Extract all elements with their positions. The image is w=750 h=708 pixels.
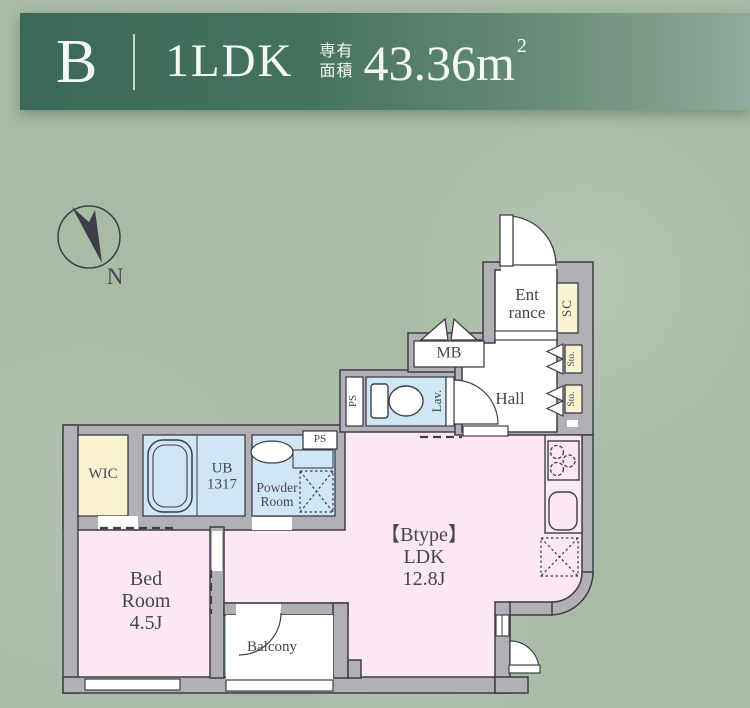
mb-label: MB <box>436 344 462 362</box>
sto-label-1: Sto. <box>567 351 578 367</box>
entrance-hall-floor <box>461 269 558 433</box>
room-floors <box>78 432 582 677</box>
balcony-railing <box>225 679 334 692</box>
entrance-label: Ent rance <box>508 285 546 322</box>
layout-label: 1LDK <box>165 35 294 87</box>
lav-door <box>445 376 499 427</box>
sc-closet <box>556 282 579 334</box>
sc-label: SC <box>559 299 575 317</box>
mb-box <box>413 340 485 368</box>
service-door <box>508 640 541 674</box>
entrance-step <box>494 330 558 341</box>
lav-label: Lav. <box>429 389 445 413</box>
bedroom-window <box>84 678 181 691</box>
area-caption-line2: 面積 <box>319 62 354 80</box>
area-caption-line1: 専有 <box>319 42 354 60</box>
hall-label: Hall <box>495 389 525 409</box>
powder-room-label: Powder Room <box>256 479 298 509</box>
side-window <box>495 614 510 637</box>
header-divider <box>133 33 136 90</box>
sto-label-2: Sto. <box>567 391 578 407</box>
kitchen-sink-icon <box>548 491 578 531</box>
toilet-icon <box>370 383 424 419</box>
balcony-label: Balcony <box>247 639 297 656</box>
ps-upper-box <box>345 376 364 427</box>
washer-space-icon <box>299 470 334 513</box>
ub-room <box>142 434 246 517</box>
ub-label: UB 1317 <box>207 460 237 492</box>
bifold-door-icon-2 <box>545 385 564 417</box>
ps-lower-label: PS <box>313 433 327 446</box>
dashed-openings <box>100 435 462 614</box>
stove-icon <box>547 440 580 481</box>
compass-icon <box>57 205 121 269</box>
bifold-door-icon-1 <box>545 343 564 375</box>
hall-threshold <box>462 425 509 437</box>
sto-closet-2 <box>564 384 583 414</box>
area-caption: 専有 面積 <box>319 42 353 82</box>
meter-box-icon <box>419 317 479 341</box>
entrance-door <box>499 214 557 267</box>
compass-north-label: N <box>106 263 124 289</box>
balcony-door <box>238 612 282 656</box>
area-value-sup: 2 <box>516 34 527 57</box>
basin-icon <box>250 440 294 464</box>
ps-lower-box <box>302 430 338 450</box>
unit-type-label: B <box>56 27 98 96</box>
bathtub-icon <box>147 435 198 516</box>
ps-upper-label: PS <box>347 394 360 408</box>
sto-closet-1 <box>564 344 583 374</box>
fridge-space-icon <box>540 537 579 577</box>
bedroom-label: Bed Room 4.5J <box>121 568 171 634</box>
wic-label: WIC <box>88 466 118 483</box>
ldk-label: 【Btype】 LDK 12.8J <box>380 524 468 590</box>
vanity-counter <box>292 449 334 469</box>
wic-room <box>77 434 129 517</box>
wall-openings <box>98 263 578 615</box>
